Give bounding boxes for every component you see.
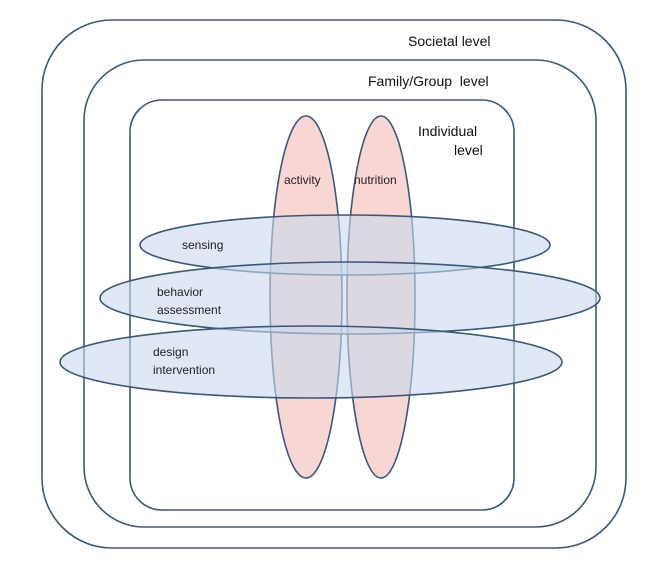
design-label-line2: intervention [153, 363, 216, 377]
family-level-label: Family/Group level [368, 73, 489, 89]
societal-level-label: Societal level [408, 33, 491, 49]
activity-label: activity [284, 173, 321, 187]
design-label-line1: design [153, 345, 189, 359]
design-intervention-ellipse [59, 325, 563, 399]
behavior-label-line1: behavior [157, 285, 204, 299]
nutrition-label: nutrition [354, 173, 397, 187]
individual-level-label-line1: Individual [418, 123, 478, 139]
societal-level-box [41, 19, 627, 549]
behavior-label-line2: assessment [157, 303, 222, 317]
individual-level-label-line2: level [454, 142, 483, 158]
sensing-label: sensing [182, 238, 224, 252]
